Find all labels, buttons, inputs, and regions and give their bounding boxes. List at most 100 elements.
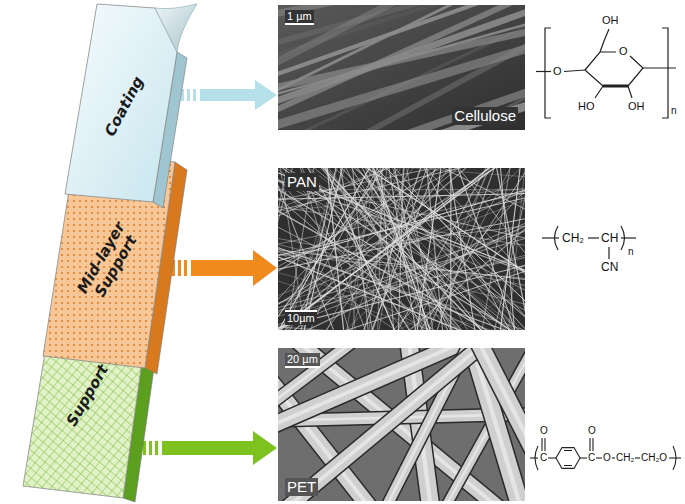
pan-structure <box>608 247 609 259</box>
formula-label-holder: OH <box>602 14 619 27</box>
peeling-corner <box>155 4 197 52</box>
fiber-edge <box>281 348 525 501</box>
atom-label: O <box>619 45 628 58</box>
layer-arrow <box>143 441 253 455</box>
formula-label-holder: C <box>540 452 547 464</box>
fiber <box>278 168 501 330</box>
fiber <box>278 168 525 330</box>
cellulose-structure <box>600 29 609 52</box>
scale-bar-label: 20 µm <box>285 353 320 368</box>
atom-label: CH₂ <box>562 231 584 245</box>
fiber <box>278 168 525 330</box>
fiber <box>278 168 525 330</box>
fiber <box>278 168 525 330</box>
layer-face <box>65 4 177 202</box>
formula-label-holder: CH₂O <box>641 452 667 464</box>
pet-structure <box>669 457 681 458</box>
sem-image: 20 µm PET <box>278 348 525 501</box>
fiber <box>278 168 359 330</box>
fiber <box>278 168 525 285</box>
atom-label: CN <box>601 260 618 274</box>
fiber <box>317 168 411 330</box>
layer-face <box>23 292 150 498</box>
atom-label: n <box>628 246 634 258</box>
cellulose-structure <box>545 28 551 118</box>
sem-texture <box>278 5 525 130</box>
fiber <box>291 168 375 330</box>
atom-label: O <box>603 452 611 464</box>
fiber <box>278 168 525 330</box>
cellulose-structure <box>603 85 628 88</box>
layer-slab: Coating <box>55 2 181 212</box>
fiber <box>327 168 463 330</box>
cellulose-structure <box>628 86 632 98</box>
atom-label: CH₂ <box>616 452 634 464</box>
fiber <box>278 168 525 330</box>
atom-label: C <box>588 452 595 464</box>
pet-structure <box>580 457 587 458</box>
formula-label-holder: CN <box>601 260 618 274</box>
cellulose-structure <box>536 28 676 118</box>
pet-structure <box>530 457 538 458</box>
image-label: Cellulose <box>452 107 518 125</box>
fiber <box>355 168 525 330</box>
atom-label: C <box>540 452 547 464</box>
sem-fibers <box>278 168 525 330</box>
cellulose-structure <box>628 56 643 86</box>
scale-bar-label: 1 µm <box>285 10 314 25</box>
formula-label-holder: CH₂ <box>616 452 634 464</box>
pet-structure <box>673 446 676 470</box>
cellulose-structure <box>585 70 603 86</box>
atom-label: O <box>540 425 548 437</box>
formula-label-holder: n <box>671 105 677 117</box>
image-label: PAN <box>285 173 319 191</box>
pan-structure <box>621 237 636 238</box>
pet-structure <box>530 438 681 470</box>
fiber <box>278 168 525 330</box>
pet-structure <box>635 457 640 458</box>
fiber <box>278 5 525 130</box>
formula-label-holder: O <box>603 452 611 464</box>
atom-label: OH <box>628 100 645 113</box>
layer-arrow <box>172 260 253 276</box>
image-label: PET <box>285 478 318 496</box>
atom-label: CH <box>601 231 618 245</box>
cellulose-structure <box>662 28 668 118</box>
fiber <box>278 168 525 318</box>
pet-structure <box>590 438 593 451</box>
fiber <box>278 168 525 330</box>
formula-label-holder: C <box>588 452 595 464</box>
atom-label: OH <box>602 14 619 27</box>
cellulose-structure <box>585 52 616 70</box>
scale-bar-label: 10µm <box>285 310 317 325</box>
fiber <box>278 168 525 330</box>
fiber <box>278 168 434 330</box>
layer-face <box>43 152 175 368</box>
formula-label-holder: O <box>540 425 548 437</box>
atom-label: O <box>553 65 562 78</box>
pan-structure <box>542 237 559 238</box>
fiber-shine <box>281 348 525 501</box>
fiber <box>278 5 525 120</box>
cellulose-structure <box>595 86 603 98</box>
fiber <box>281 348 525 501</box>
cellulose-structure <box>643 67 676 68</box>
atom-label: CH₂O <box>641 452 667 464</box>
pet-structure <box>564 451 572 466</box>
formula-label-holder: O <box>619 45 628 58</box>
fiber <box>389 168 414 330</box>
atom-label: O <box>588 425 596 437</box>
atom-label: n <box>671 105 677 117</box>
formula-label-holder: HO <box>578 100 595 113</box>
formula-label-holder: CH <box>601 231 618 245</box>
layer-arrow <box>181 89 255 101</box>
formula-label-holder: CH₂ <box>562 231 584 245</box>
fiber <box>278 168 361 330</box>
fiber <box>278 168 525 330</box>
sem-image: PAN 10µm <box>278 168 525 330</box>
pan-structure <box>588 237 599 238</box>
fiber <box>475 168 525 330</box>
pet-structure <box>596 457 602 458</box>
formula-label-holder: OH <box>628 100 645 113</box>
cellulose-structure <box>536 71 551 72</box>
